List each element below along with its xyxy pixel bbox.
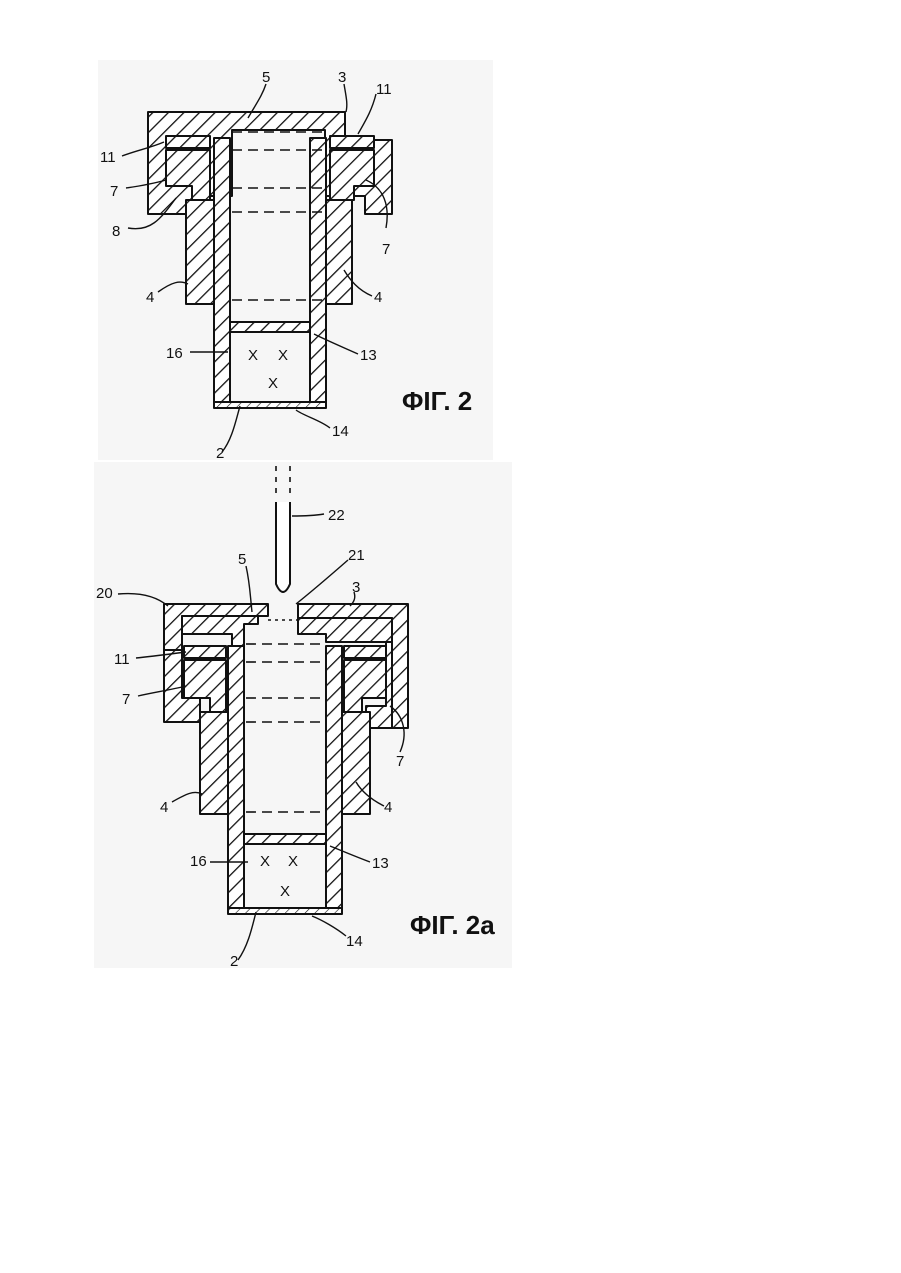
foil-14: [228, 908, 342, 914]
ref-label: 4: [146, 289, 154, 306]
ref-label: 4: [384, 799, 392, 816]
ref-label: 7: [396, 753, 404, 770]
ref-label: 3: [352, 579, 360, 596]
ring-11-right: [344, 646, 386, 658]
membrane-13: [244, 834, 326, 844]
ring-11-left: [166, 136, 210, 148]
contents-mark: X: [260, 853, 270, 870]
ref-label: 7: [110, 183, 118, 200]
ref-label: 2: [216, 445, 224, 462]
ref-label: 13: [372, 855, 389, 872]
ref-label: 16: [190, 853, 207, 870]
figure-caption: ΦΙΓ. 2a: [410, 910, 495, 940]
sleeve-4-left: [200, 712, 228, 814]
ref-label: 7: [122, 691, 130, 708]
ref-label: 11: [376, 81, 392, 98]
container-wall-right: [326, 646, 342, 912]
sleeve-4-right: [342, 712, 370, 814]
needle-22: [276, 502, 290, 592]
ref-label: 13: [360, 347, 377, 364]
contents-mark: X: [248, 347, 258, 364]
ref-label: 22: [328, 507, 345, 524]
ref-label: 20: [96, 585, 113, 602]
ref-label: 7: [382, 241, 390, 258]
container-wall-left: [214, 138, 230, 404]
ref-label: 3: [338, 69, 346, 86]
ring-11-right: [330, 136, 374, 148]
ref-label: 11: [100, 149, 116, 166]
ref-label: 8: [112, 223, 120, 240]
ref-label: 16: [166, 345, 183, 362]
membrane-13: [230, 322, 310, 332]
figure-caption: ΦΙΓ. 2: [402, 386, 472, 416]
ref-label: 21: [348, 547, 365, 564]
foil-14: [214, 402, 326, 408]
contents-mark: X: [280, 883, 290, 900]
scan-panel-fig2a: [94, 462, 512, 968]
contents-mark: X: [288, 853, 298, 870]
ref-label: 14: [346, 933, 363, 950]
ref-label: 4: [160, 799, 168, 816]
ref-label: 11: [114, 651, 130, 668]
ref-label: 5: [262, 69, 270, 86]
contents-mark: X: [268, 375, 278, 392]
ref-label: 5: [238, 551, 246, 568]
container-wall-left: [228, 646, 244, 912]
ring-11-left: [184, 646, 226, 658]
ref-label: 14: [332, 423, 349, 440]
contents-mark: X: [278, 347, 288, 364]
sleeve-4-left: [186, 200, 214, 304]
ref-label: 2: [230, 953, 238, 970]
sleeve-4-right: [324, 200, 352, 304]
container-wall-right: [310, 138, 326, 404]
ref-label: 4: [374, 289, 382, 306]
